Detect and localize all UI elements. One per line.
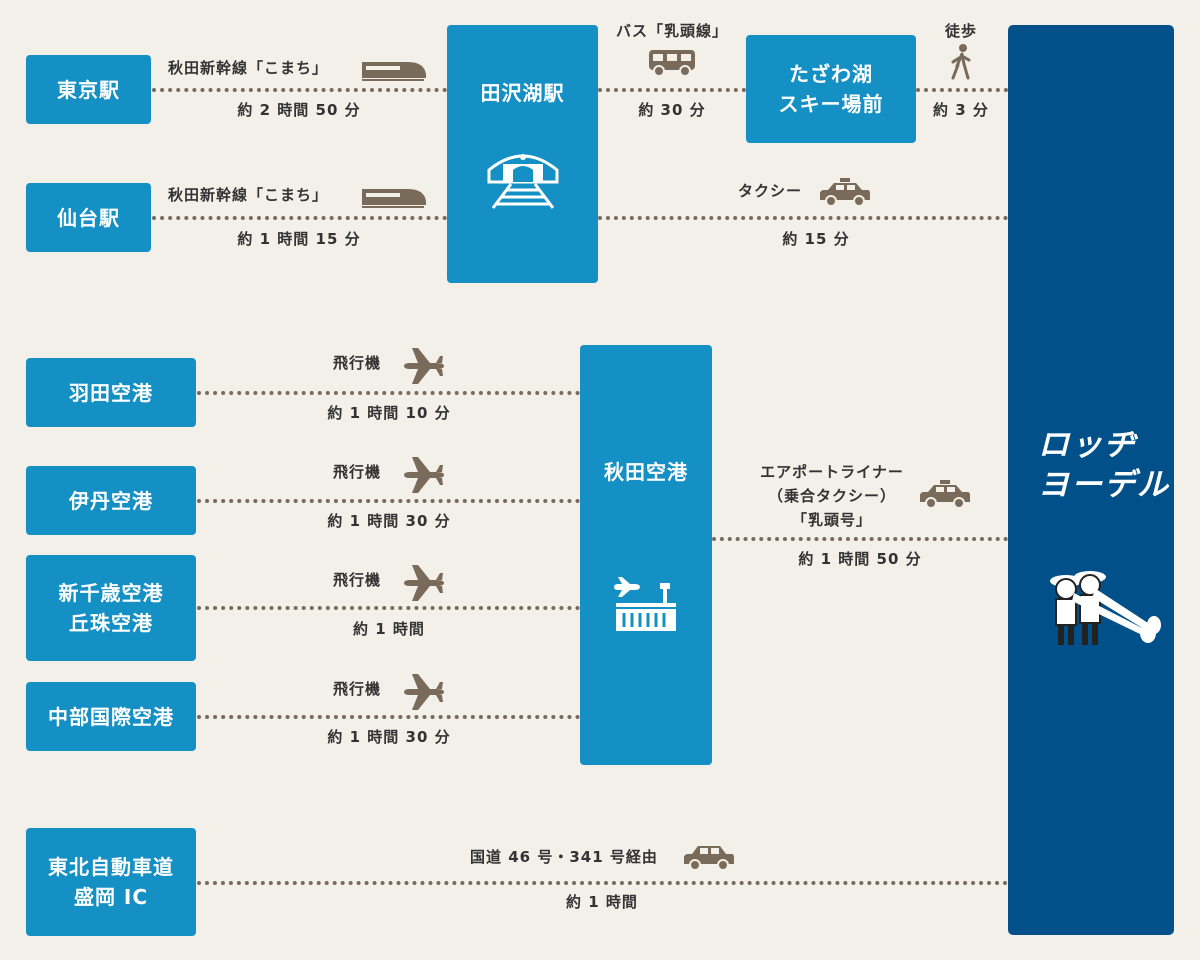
route-time-label: 約 1 時間 [353,620,425,638]
origin-label: 羽田空港 [69,380,153,405]
origin-morioka-ic: 東北自動車道 盛岡 IC [26,828,196,936]
yodel-horn-players-icon [1050,571,1161,645]
airplane-icon [404,457,444,493]
airport-terminal-icon [614,577,676,631]
route-line-walk [916,88,1008,92]
taxi-icon [820,178,870,207]
route-line-sendai-train [152,216,447,220]
taxi-icon [920,480,970,509]
hub-label: 田沢湖駅 [480,81,565,105]
origin-label: 中部国際空港 [48,704,174,729]
route-time-label: 約 1 時間 50 分 [798,550,922,568]
hub-label: 秋田空港 [604,460,688,484]
route-mode-label: 秋田新幹線「こまち」 [168,186,329,204]
route-time-label: 約 3 分 [933,101,989,119]
route-time-label: 約 2 時間 50 分 [237,101,361,119]
route-mode-label: タクシー [738,182,803,200]
route-mode-label: エアポートライナー （乗合タクシー） 「乳頭号」 [760,463,904,529]
walking-person-icon [951,44,971,80]
bus-icon [649,50,695,77]
origin-shinchitose-okadama-airport: 新千歳空港 丘珠空港 [26,555,196,661]
route-line-itami-flight [197,499,580,503]
origin-itami-airport: 伊丹空港 [26,466,196,535]
route-time-label: 約 1 時間 [566,893,638,911]
route-line-airport-liner [712,537,1008,541]
route-time-label: 約 1 時間 30 分 [327,728,451,746]
route-time-label: 約 1 時間 10 分 [327,404,451,422]
airplane-icon [404,565,444,601]
shinkansen-icon [362,62,426,81]
route-time-label: 約 30 分 [638,101,706,119]
route-mode-label: 飛行機 [333,571,382,589]
origin-label: 伊丹空港 [69,488,153,513]
route-mode-label: 国道 46 号・341 号経由 [470,848,658,866]
car-icon [684,845,734,871]
route-time-label: 約 1 時間 15 分 [237,230,361,248]
hub-label: たざわ湖 スキー場前 [778,62,884,116]
route-line-taxi-station [598,216,1008,220]
route-time-label: 約 1 時間 30 分 [327,512,451,530]
origin-tokyo-station: 東京駅 [26,55,151,124]
hub-akita-airport: 秋田空港 [580,345,712,765]
origin-chubu-airport: 中部国際空港 [26,682,196,751]
hub-tazawako-ski-stop: たざわ湖 スキー場前 [746,35,916,143]
route-line-chubu-flight [197,715,580,719]
route-time-label: 約 15 分 [782,230,850,248]
route-mode-label: 秋田新幹線「こまち」 [168,59,329,77]
airplane-icon [404,674,444,710]
origin-label: 新千歳空港 丘珠空港 [58,581,164,635]
route-line-car [197,881,1008,885]
route-line-bus [598,88,746,92]
destination-lodge-yodel: ロッヂ ヨーデル [1008,25,1174,935]
route-mode-label: 飛行機 [333,680,382,698]
destination-label: ロッヂ ヨーデル [1038,427,1170,503]
origin-haneda-airport: 羽田空港 [26,358,196,427]
origin-label: 仙台駅 [57,205,120,230]
origin-label: 東北自動車道 盛岡 IC [48,855,174,909]
route-mode-label: 徒歩 [944,22,978,40]
hub-tazawako-station: 田沢湖駅 [447,25,598,283]
route-mode-label: 飛行機 [333,463,382,481]
route-line-haneda-flight [197,391,580,395]
route-line-shinchitose-flight [197,606,580,610]
route-line-tokyo-train [152,88,447,92]
shinkansen-icon [362,189,426,208]
station-building-icon [487,154,558,209]
origin-label: 東京駅 [57,77,120,102]
origin-sendai-station: 仙台駅 [26,183,151,252]
airplane-icon [404,348,444,384]
route-mode-label: バス「乳頭線」 [615,22,729,40]
route-mode-label: 飛行機 [333,354,382,372]
